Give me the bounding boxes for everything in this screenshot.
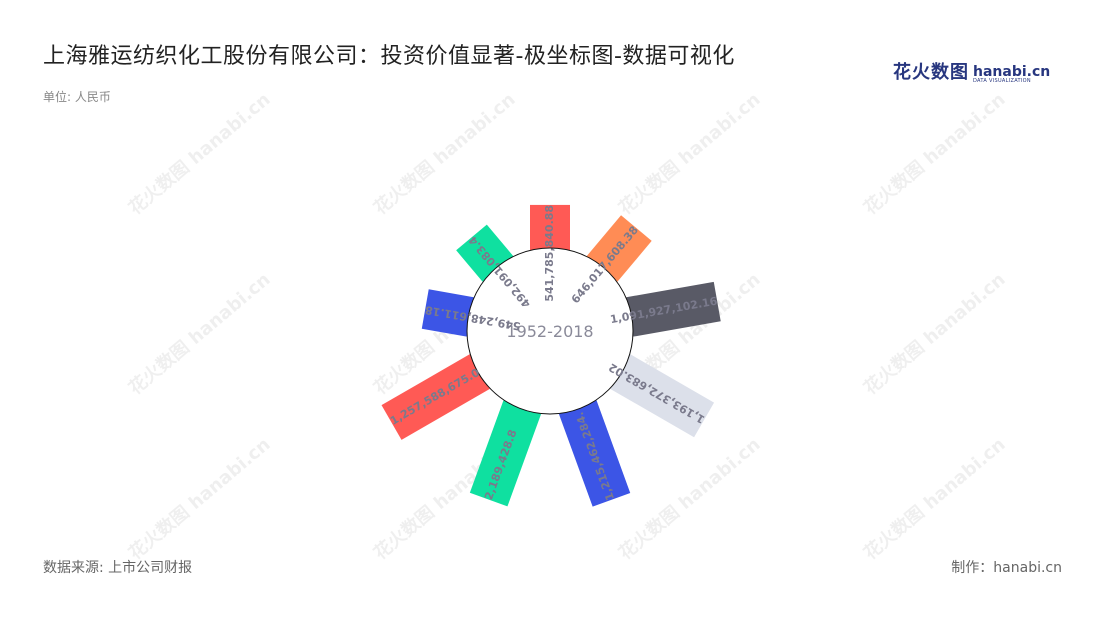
value-label-1: 541,785,840.88 (543, 205, 556, 302)
bar-6 (469, 400, 542, 507)
brand-name-en-block: hanabi.cn DATA VISUALIZATION (973, 65, 1050, 84)
unit-label: 单位: 人民币 (43, 90, 111, 104)
chart-title: 上海雅运纺织化工股份有限公司：投资价值显著-极坐标图-数据可视化 (43, 44, 735, 69)
bar-group-2 (586, 215, 652, 282)
brand-logo: 花火数图 hanabi.cn DATA VISUALIZATION (893, 58, 1050, 84)
center-circle (466, 247, 634, 415)
brand-name-cn: 花火数图 (893, 62, 969, 83)
bar-1 (530, 204, 570, 250)
data-source: 数据来源: 上市公司财报 (43, 560, 193, 576)
bar-group-3 (626, 281, 721, 337)
bar-group-7 (381, 354, 490, 440)
brand-name-en: hanabi.cn (973, 64, 1051, 80)
bar-5 (558, 400, 631, 507)
bar-group-1 (530, 204, 570, 250)
center-label: 1952-2018 (506, 322, 593, 341)
brand-tagline: DATA VISUALIZATION (973, 78, 1031, 84)
bar-group-4 (610, 354, 715, 438)
bar-7 (381, 354, 490, 440)
bar-group-8 (421, 289, 474, 337)
bar-group-6 (469, 400, 542, 507)
bar-2 (586, 215, 652, 282)
bar-8 (421, 289, 474, 337)
bar-3 (626, 281, 721, 337)
bar-group-5 (558, 400, 631, 507)
maker-credit: 制作：hanabi.cn (951, 560, 1062, 576)
bar-4 (610, 354, 715, 438)
